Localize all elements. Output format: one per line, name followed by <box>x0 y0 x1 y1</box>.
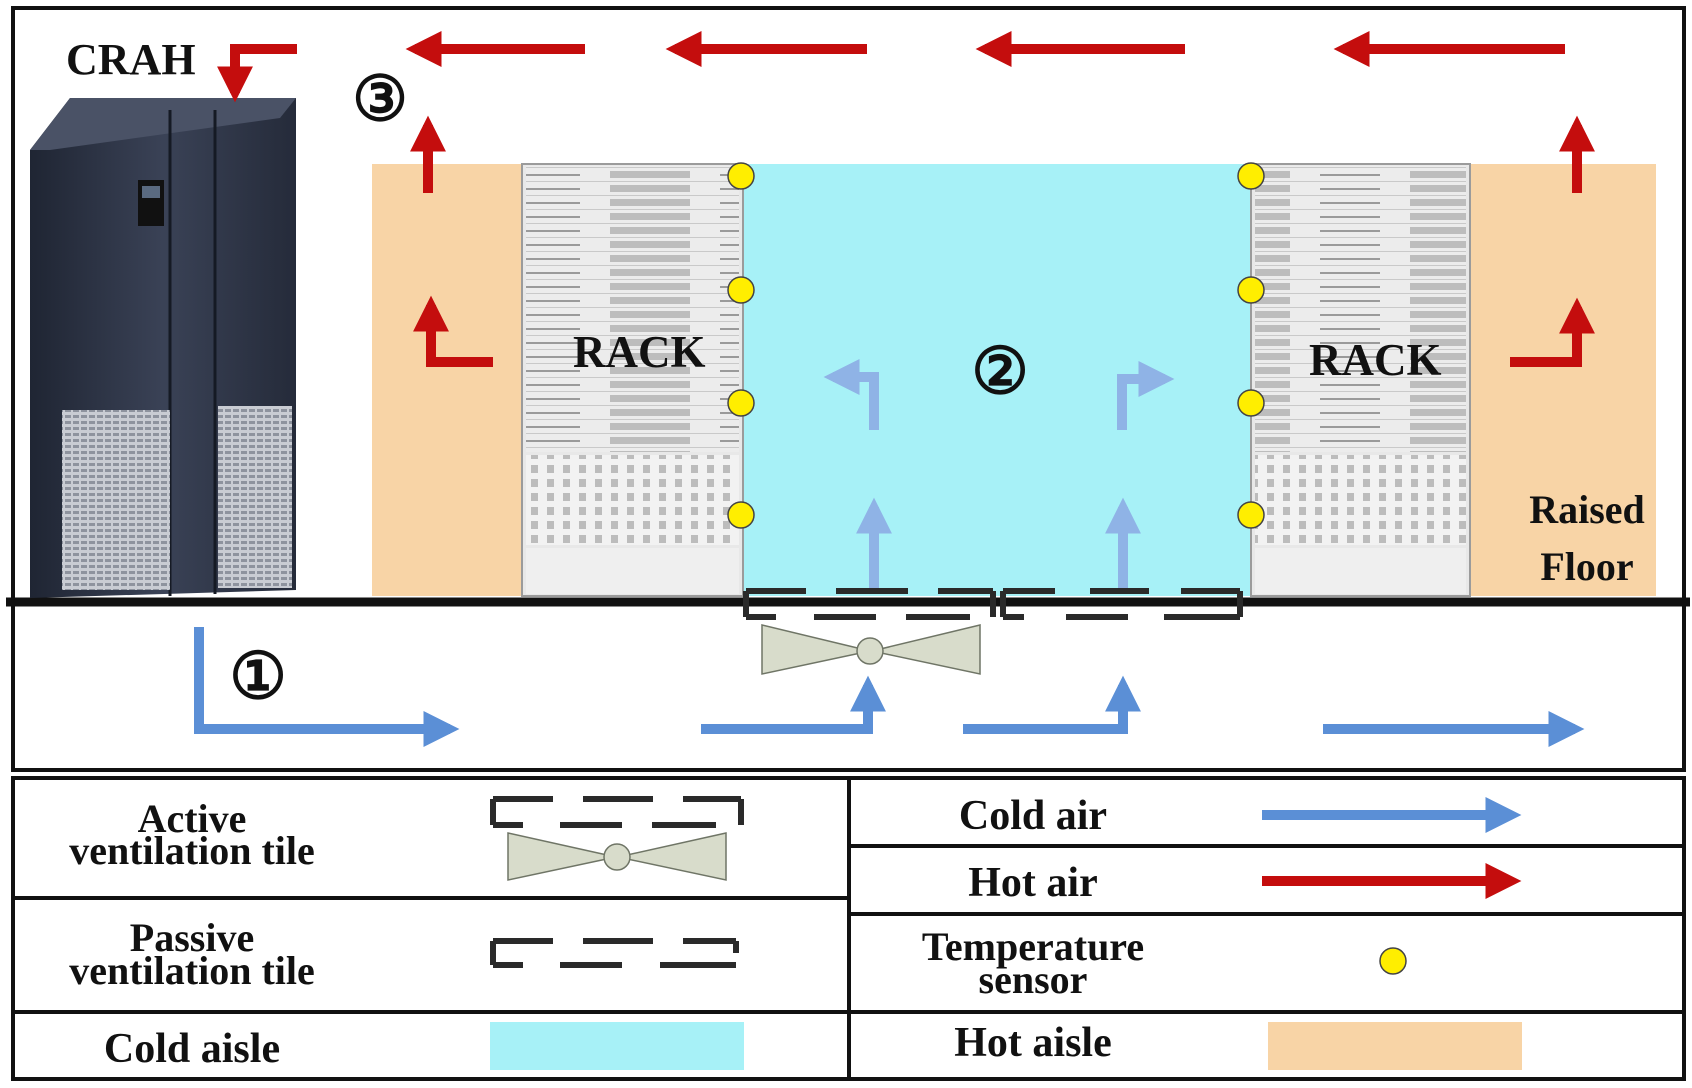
hot-air-arrow-right-exhaust <box>1510 297 1595 367</box>
rack-right <box>1250 163 1471 597</box>
hot-aisle-right <box>1470 164 1656 596</box>
fan-icon <box>761 624 981 675</box>
hot-aisle-left <box>372 164 524 596</box>
temperature-sensor-right-4 <box>1237 501 1265 529</box>
temperature-sensor-right-3 <box>1237 389 1265 417</box>
hot-air-arrow-crah-intake <box>217 44 297 103</box>
rack-left <box>521 163 744 597</box>
temperature-sensor-left-3 <box>727 389 755 417</box>
cold-air-turn-left <box>823 359 879 430</box>
temperature-sensor-left-4 <box>727 501 755 529</box>
cold-air-arrow-active-tile <box>701 675 886 734</box>
temperature-sensor-left-2 <box>727 276 755 304</box>
temperature-sensor-left-1 <box>727 162 755 190</box>
temperature-sensor-right-1 <box>1237 162 1265 190</box>
legend-sensor-label-2: sensor <box>979 957 1088 1002</box>
legend-active-tile-label-1: Active <box>138 796 247 841</box>
legend-hot-aisle-label: Hot aisle <box>954 1020 1111 1066</box>
raised-floor-label-line1: Raised <box>1529 487 1645 532</box>
legend-table <box>11 776 1686 1081</box>
room-frame <box>11 6 1686 772</box>
marker-1: ① <box>229 641 286 712</box>
raised-floor-label-line2: Floor <box>1540 544 1633 589</box>
legend-cold-aisle-swatch <box>490 1022 744 1070</box>
crah-label: CRAH <box>66 35 196 84</box>
legend-fan-icon <box>507 832 727 881</box>
temperature-sensor-right-2 <box>1237 276 1265 304</box>
crah-unit <box>30 98 296 598</box>
cold-air-arrow-passive-tile <box>963 675 1141 734</box>
cold-air-turn-right <box>1117 361 1175 430</box>
legend-hot-air-label: Hot air <box>968 860 1097 906</box>
legend-cold-aisle-label: Cold aisle <box>104 1026 280 1072</box>
legend-active-tile-label-2: ventilation tile <box>69 828 315 873</box>
legend-hot-aisle-swatch <box>1268 1022 1522 1070</box>
rack-right-label: RACK <box>1309 335 1442 385</box>
hot-air-arrow-left-exhaust <box>413 295 493 367</box>
legend-cold-air-label: Cold air <box>959 793 1107 839</box>
legend-passive-tile-label-1: Passive <box>130 915 254 960</box>
legend-passive-tile-symbol <box>490 938 739 968</box>
legend-sensor-label-1: Temperature <box>922 924 1144 969</box>
cold-air-arrow-crah-supply <box>194 627 460 747</box>
legend-passive-tile-label-2: ventilation tile <box>69 948 315 993</box>
legend-temperature-sensor-icon <box>1379 947 1407 975</box>
marker-2: ② <box>971 336 1028 407</box>
passive-ventilation-tile <box>1000 588 1243 620</box>
legend-active-tile-symbol <box>490 796 744 828</box>
marker-3: ③ <box>352 66 408 134</box>
active-ventilation-tile <box>743 588 996 620</box>
rack-left-label: RACK <box>573 327 706 377</box>
